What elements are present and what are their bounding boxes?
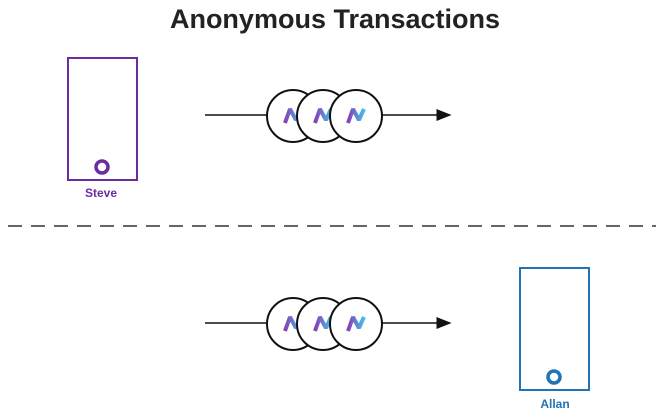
sender-label: Steve [85, 186, 117, 200]
transaction-top [205, 88, 452, 144]
receiver-label: Allan [540, 397, 569, 411]
coin-icon [328, 88, 384, 144]
home-button-icon [546, 369, 562, 385]
sender-phone [67, 57, 138, 181]
home-button-icon [94, 159, 110, 175]
transaction-bottom [205, 296, 452, 352]
coin-icon [328, 296, 384, 352]
page-title: Anonymous Transactions [169, 4, 501, 34]
receiver-phone [519, 267, 590, 391]
